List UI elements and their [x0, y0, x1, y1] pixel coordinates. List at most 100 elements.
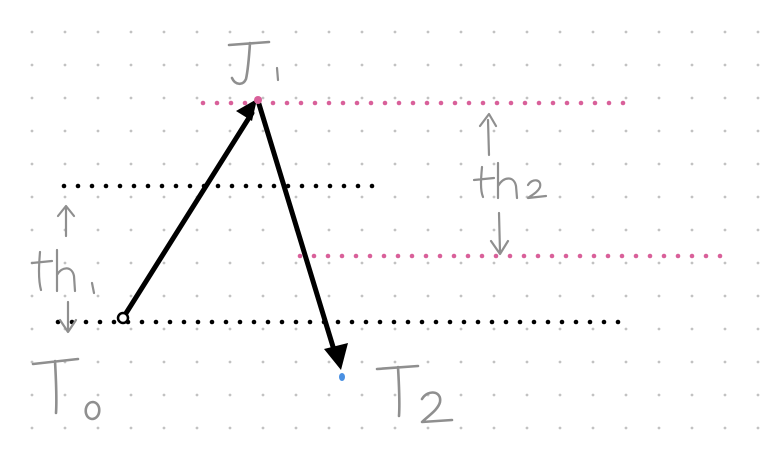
grid-dot	[327, 30, 331, 34]
grid-dot	[756, 261, 760, 265]
line-dot	[423, 253, 429, 259]
grid-dot	[723, 360, 727, 364]
line-dot	[521, 253, 527, 259]
grid-dot	[657, 63, 661, 67]
line-dot	[97, 319, 103, 325]
line-dot	[675, 253, 681, 259]
grid-dot	[228, 261, 232, 265]
line-dot	[606, 100, 612, 106]
line-dot	[620, 100, 626, 106]
grid-dot	[591, 393, 595, 397]
grid-dot	[591, 327, 595, 331]
line-dot	[349, 319, 355, 325]
grid-dot	[129, 393, 133, 397]
grid-dot	[294, 129, 298, 133]
grid-dot	[63, 426, 67, 430]
line-dot	[545, 319, 551, 325]
grid-dot	[624, 228, 628, 232]
grid-dot	[30, 426, 34, 430]
grid-dot	[624, 327, 628, 331]
line-dot	[550, 100, 556, 106]
grid-dot	[360, 30, 364, 34]
grid-dot	[558, 129, 562, 133]
grid-dot	[690, 327, 694, 331]
line-dot	[271, 183, 277, 189]
grid-dot	[624, 30, 628, 34]
grid-dot	[723, 96, 727, 100]
grid-dot	[261, 195, 265, 199]
grid-dot	[360, 195, 364, 199]
grid-dot	[756, 228, 760, 232]
grid-dot	[393, 393, 397, 397]
line-dot	[369, 183, 375, 189]
grid-dot	[327, 228, 331, 232]
grid-dot	[426, 63, 430, 67]
grid-dot	[228, 426, 232, 430]
grid-dot	[96, 294, 100, 298]
grid-dot	[492, 360, 496, 364]
grid-dot	[624, 294, 628, 298]
grid-dot	[327, 162, 331, 166]
grid-dot	[657, 129, 661, 133]
grid-dot	[558, 30, 562, 34]
grid-dot	[723, 393, 727, 397]
grid-dot	[294, 360, 298, 364]
grid-dot	[63, 294, 67, 298]
grid-dot	[96, 327, 100, 331]
grid-dot	[162, 294, 166, 298]
line-dot	[223, 319, 229, 325]
line-dot	[89, 183, 95, 189]
grid-dot	[426, 294, 430, 298]
arrowhead-t2	[324, 343, 348, 370]
grid-dot	[525, 261, 529, 265]
grid-dot	[30, 195, 34, 199]
grid-dot	[228, 96, 232, 100]
grid-dot	[261, 30, 265, 34]
line-dot	[340, 100, 346, 106]
line-dot	[433, 319, 439, 325]
grid-dot	[657, 228, 661, 232]
line-dot	[508, 100, 514, 106]
line-dot	[447, 319, 453, 325]
line-dot	[83, 319, 89, 325]
grid-dot	[492, 261, 496, 265]
grid-dot	[228, 360, 232, 364]
grid-dot	[360, 63, 364, 67]
grid-dot	[294, 195, 298, 199]
label-th2: th2	[472, 112, 548, 256]
line-dot	[549, 253, 555, 259]
line-dot	[368, 100, 374, 106]
grid-dot	[525, 327, 529, 331]
grid-dot	[30, 162, 34, 166]
line-dot	[173, 183, 179, 189]
grid-dot	[63, 96, 67, 100]
grid-dot	[525, 96, 529, 100]
grid-dot	[393, 228, 397, 232]
grid-dot	[63, 195, 67, 199]
grid-dot	[558, 96, 562, 100]
line-dot	[507, 253, 513, 259]
grid-dot	[294, 426, 298, 430]
grid-dot	[426, 129, 430, 133]
grid-dot	[558, 63, 562, 67]
grid-dot	[624, 63, 628, 67]
grid-dot	[756, 30, 760, 34]
grid-dot	[591, 129, 595, 133]
grid-dot	[96, 162, 100, 166]
line-dot	[647, 253, 653, 259]
grid-dot	[30, 96, 34, 100]
grid-dot	[261, 261, 265, 265]
grid-dot	[129, 294, 133, 298]
grid-dot	[723, 30, 727, 34]
line-dot	[307, 319, 313, 325]
line-dot	[61, 183, 67, 189]
line-dot	[573, 319, 579, 325]
line-dot	[466, 100, 472, 106]
grid-dot	[591, 96, 595, 100]
line-dot	[535, 253, 541, 259]
grid-dot	[756, 195, 760, 199]
grid-dot	[690, 261, 694, 265]
line-dot	[591, 253, 597, 259]
grid-dot	[96, 360, 100, 364]
grid-dot	[393, 63, 397, 67]
